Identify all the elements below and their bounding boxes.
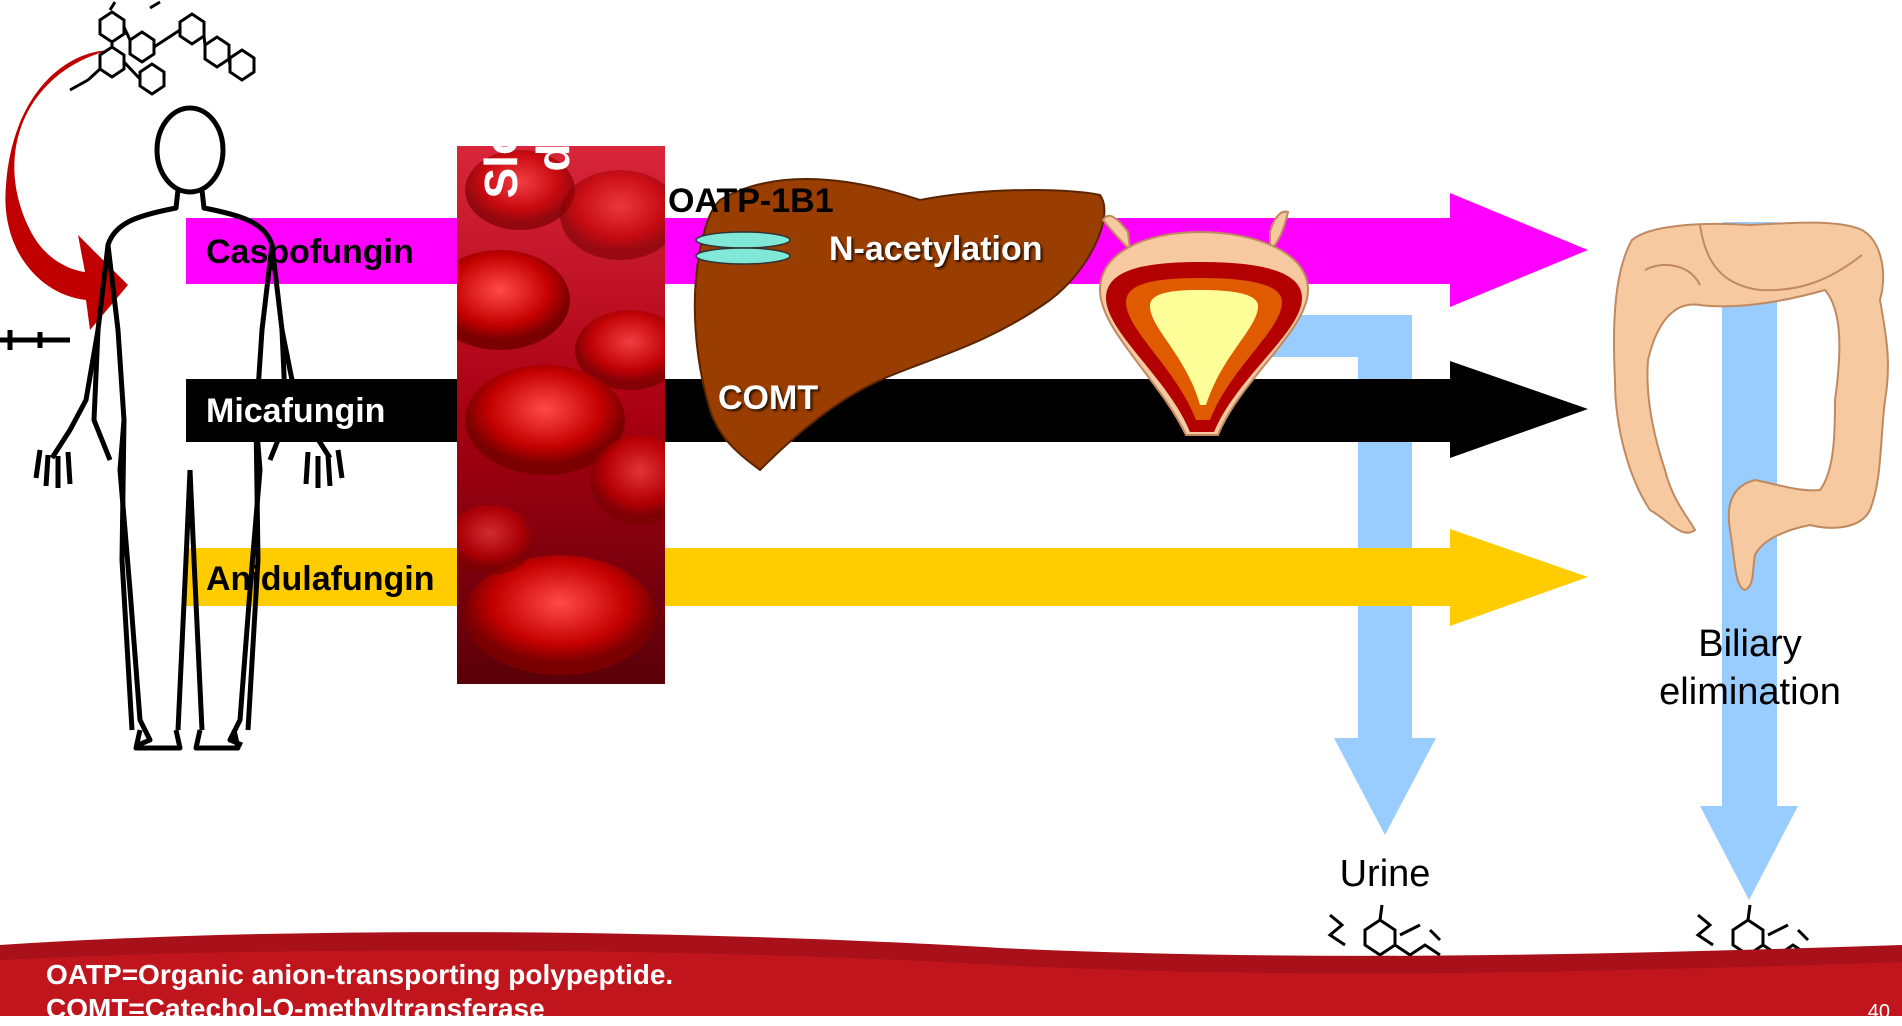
- urine-label: Urine: [1339, 853, 1431, 895]
- footer-band: [0, 932, 1902, 1016]
- oatp-transporter-icon: [695, 231, 791, 265]
- liver-icon: [693, 178, 1106, 472]
- n-acetylation-label: N-acetylation: [829, 230, 1043, 268]
- anidulafungin-label: Anidulafungin: [206, 560, 435, 598]
- bladder-icon: [1098, 210, 1310, 436]
- oatp-1b1-label: OATP-1B1: [668, 182, 834, 220]
- curved-red-arrow: [5, 50, 128, 330]
- slow-chemical-degradation-label: Slow chemical degradation: [475, 0, 579, 199]
- caspofungin-label: Caspofungin: [206, 233, 414, 271]
- comt-label: COMT: [718, 379, 819, 417]
- urine-arrow: [1270, 315, 1436, 835]
- intestine-icon: [1612, 221, 1889, 592]
- blood-cells-panel: [457, 146, 665, 684]
- human-body-outline: [33, 105, 345, 751]
- biliary-elimination-label: Biliary elimination: [1659, 623, 1841, 713]
- page-number: 40: [1867, 1001, 1890, 1023]
- syringe-icon: [0, 330, 70, 350]
- molecule-icon-top: [69, 0, 256, 96]
- micafungin-label: Micafungin: [206, 392, 386, 430]
